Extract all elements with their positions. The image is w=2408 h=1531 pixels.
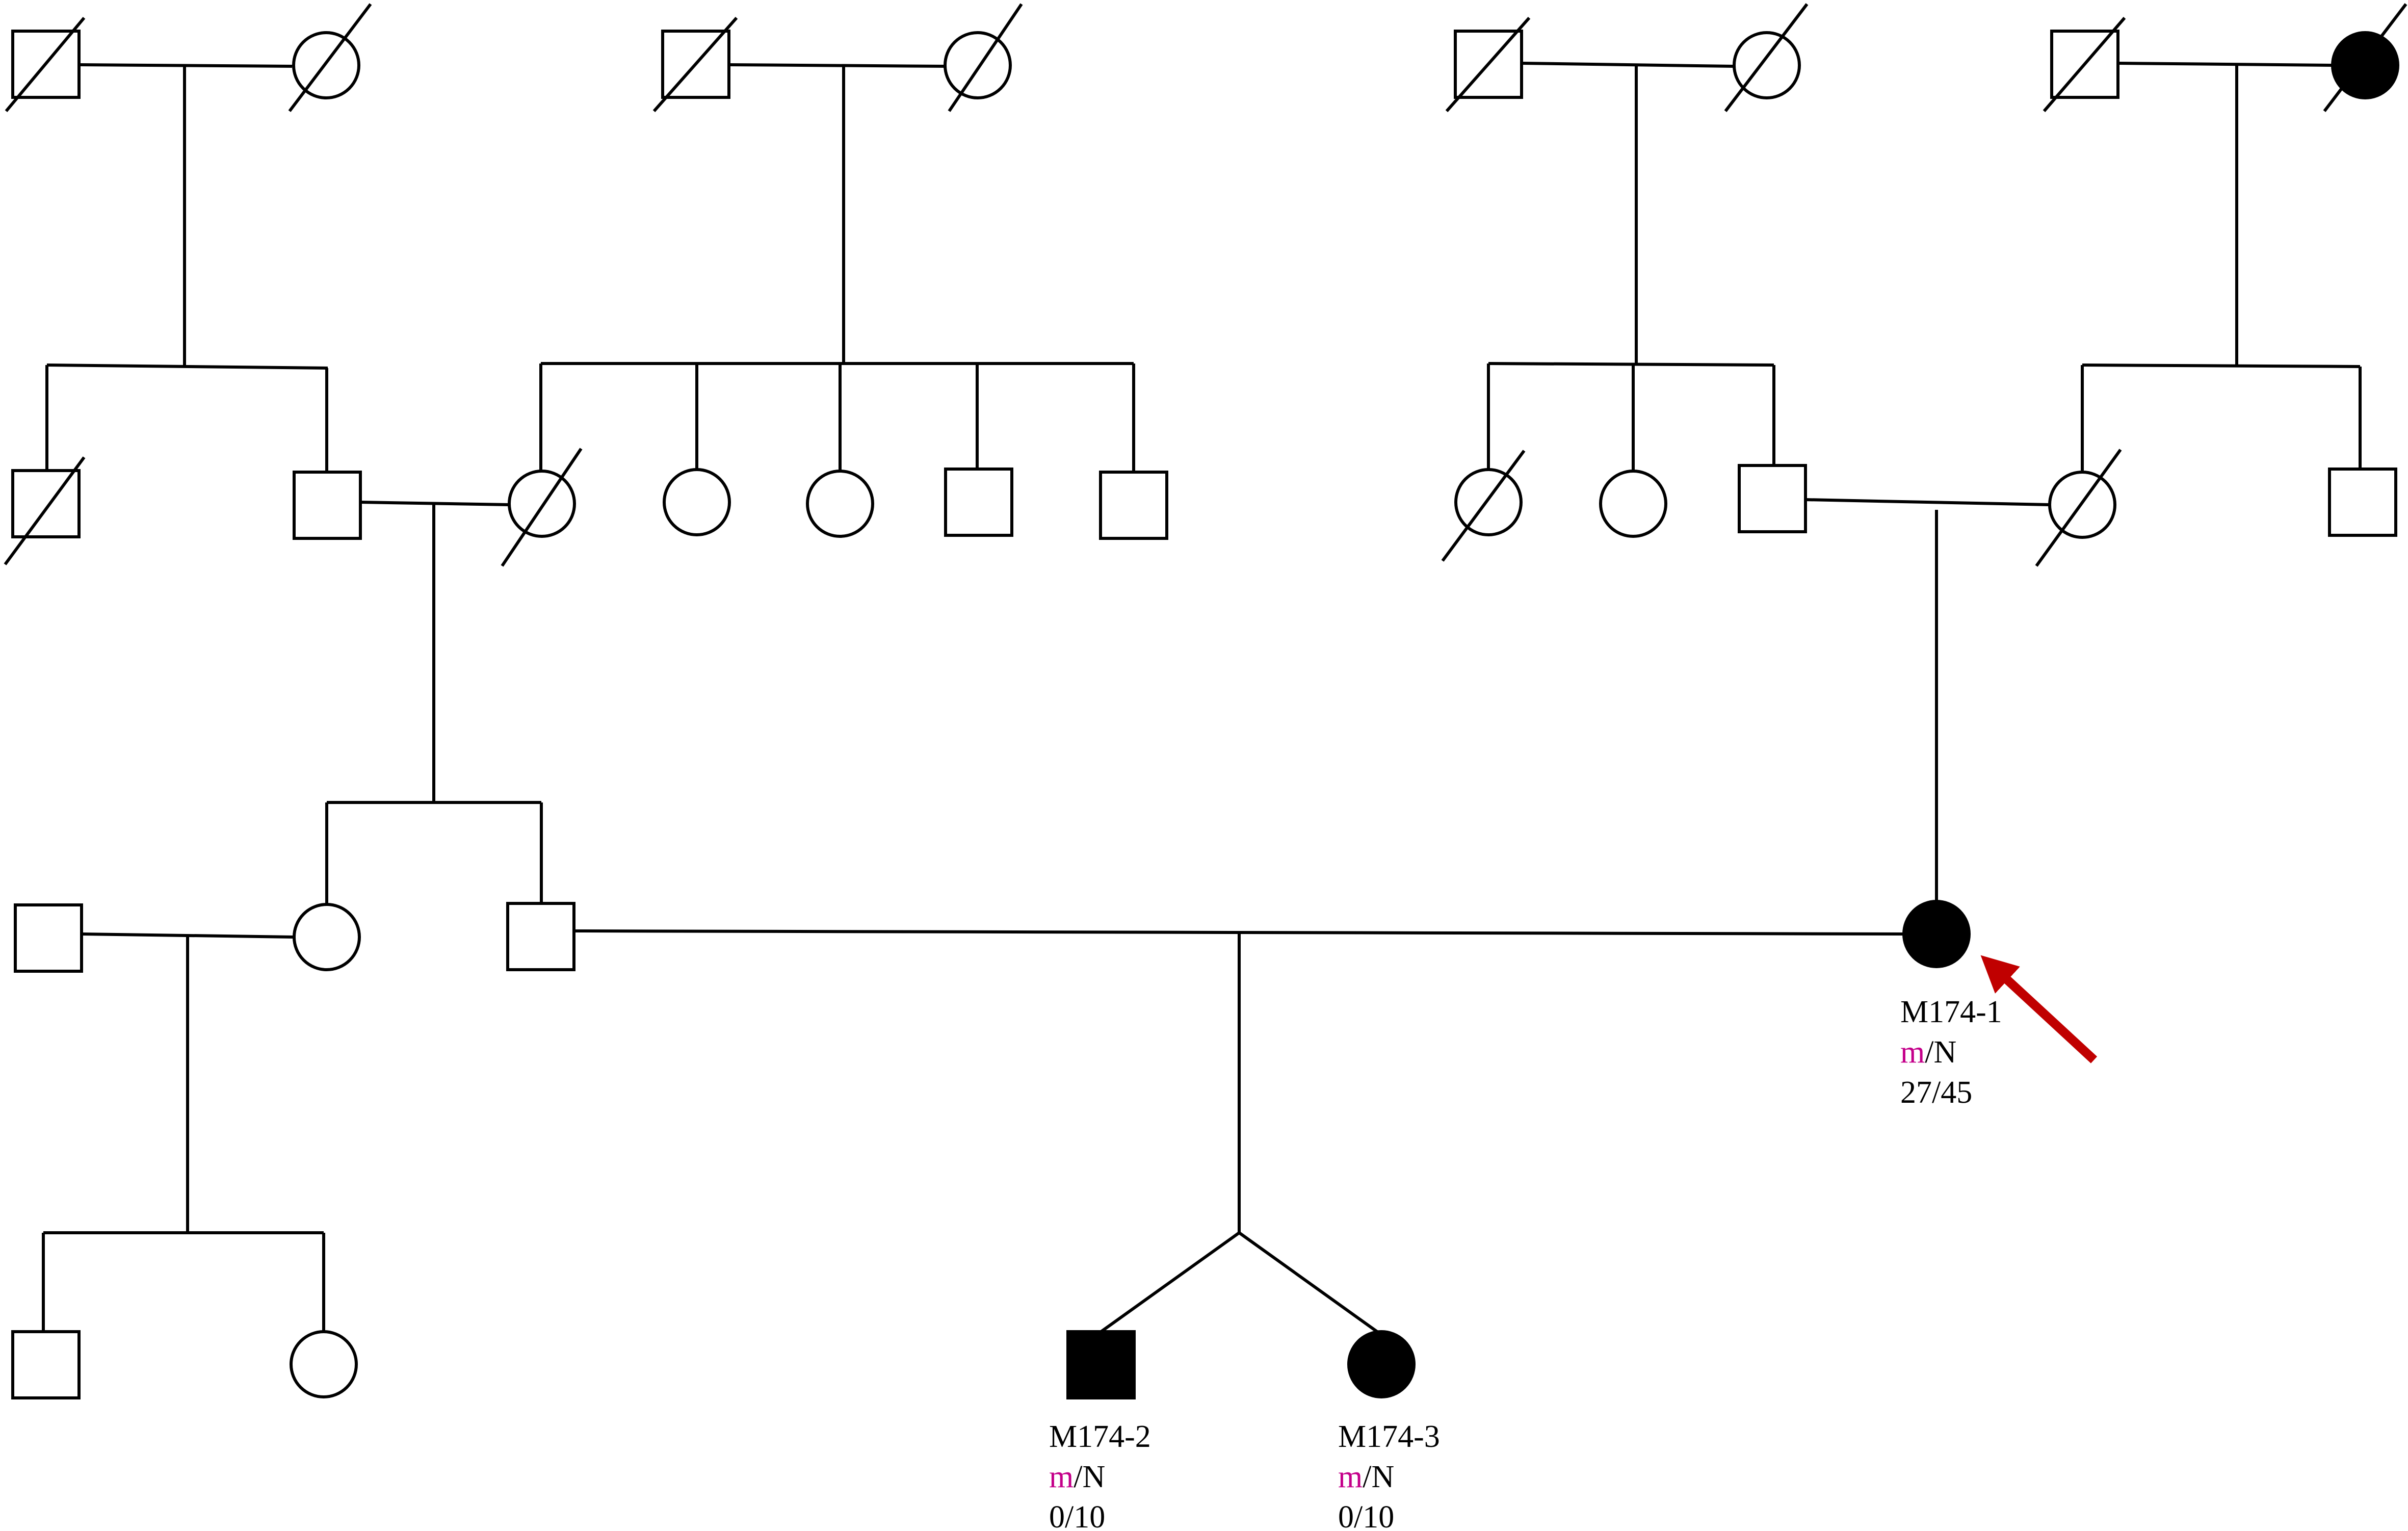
deceased-slash xyxy=(2323,3,2407,112)
individual-id: M174-2 xyxy=(1049,1419,1151,1454)
female-symbol xyxy=(663,468,731,536)
marriage-line xyxy=(1805,498,2050,506)
female-symbol-deceased xyxy=(508,470,576,538)
individual-id: M174-3 xyxy=(1338,1419,1440,1454)
proband-arrow xyxy=(1980,955,2098,1063)
male-symbol xyxy=(506,902,575,971)
male-symbol xyxy=(1738,464,1807,533)
male-symbol xyxy=(1099,471,1168,540)
genotype: m/N xyxy=(1338,1460,1394,1494)
female-symbol-affected-M174-3 xyxy=(1347,1330,1416,1398)
deceased-slash xyxy=(288,3,372,112)
allele-ratio: 0/10 xyxy=(1049,1500,1105,1531)
marriage-line xyxy=(2117,62,2333,67)
female-symbol-deceased xyxy=(1733,31,1801,99)
female-symbol-deceased xyxy=(1454,468,1523,536)
male-symbol xyxy=(944,468,1013,537)
marriage-line xyxy=(360,501,510,506)
female-symbol-deceased xyxy=(292,31,360,99)
male-symbol xyxy=(14,903,83,973)
deceased-slash xyxy=(948,3,1023,112)
deceased-slash xyxy=(5,17,86,112)
female-symbol-affected-deceased xyxy=(2331,31,2399,99)
marriage-line xyxy=(728,63,946,68)
deceased-slash xyxy=(652,17,738,112)
genotype: m/N xyxy=(1900,1035,1956,1070)
deceased-slash xyxy=(1724,3,1809,112)
sibship-line xyxy=(46,364,328,370)
individual-id: M174-1 xyxy=(1900,995,2002,1029)
allele-ratio: 0/10 xyxy=(1338,1500,1394,1531)
sibship-line xyxy=(2082,364,2361,368)
genotype: m/N xyxy=(1049,1460,1105,1494)
female-symbol xyxy=(1599,470,1667,538)
marriage-line xyxy=(1521,62,1734,68)
marriage-line xyxy=(80,63,293,68)
twin-line xyxy=(1238,1231,1382,1336)
mutant-allele: m xyxy=(1049,1460,1074,1494)
male-symbol-affected-M174-2 xyxy=(1066,1330,1136,1399)
deceased-slash xyxy=(2035,449,2122,567)
deceased-slash xyxy=(1445,17,1531,112)
female-symbol xyxy=(293,903,361,971)
female-symbol-deceased xyxy=(944,31,1012,99)
deceased-slash xyxy=(1441,450,1526,562)
female-symbol xyxy=(806,470,874,538)
deceased-slash xyxy=(4,456,86,565)
allele-ratio: 27/45 xyxy=(1900,1075,1972,1110)
proband-symbol-M174-1 xyxy=(1902,900,1971,968)
sibship-line xyxy=(1488,362,1774,367)
mutant-allele: m xyxy=(1900,1035,1925,1070)
male-symbol xyxy=(11,1330,81,1399)
male-symbol xyxy=(293,471,362,540)
male-symbol-deceased xyxy=(11,469,81,538)
twin-line xyxy=(1100,1231,1240,1333)
deceased-slash xyxy=(501,448,583,567)
male-symbol xyxy=(2328,468,2397,537)
female-symbol xyxy=(290,1330,358,1398)
mutant-allele: m xyxy=(1338,1460,1363,1494)
deceased-slash xyxy=(2043,17,2126,112)
